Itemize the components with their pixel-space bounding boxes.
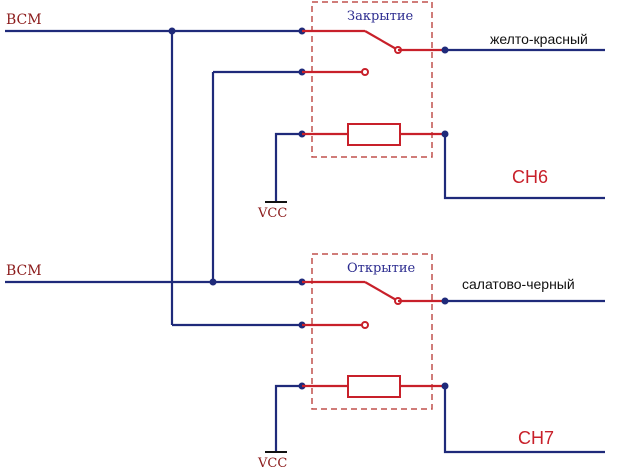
relay-bottom-title: Открытие <box>347 261 415 276</box>
relay-top-nc-contact <box>361 68 369 76</box>
wire-to-vcc-bottom <box>274 384 302 452</box>
wire-to-ch6 <box>443 134 605 200</box>
wire-to-ch7 <box>443 386 605 454</box>
label-output-top: желто-красный <box>490 31 588 47</box>
relay-top-coil <box>347 123 401 146</box>
relay-bottom-box <box>311 253 433 410</box>
label-bcm-2: BCM <box>6 263 42 279</box>
label-ch7: CH7 <box>518 428 554 448</box>
node-bcm2-junction <box>209 278 217 286</box>
label-output-bottom: салатово-черный <box>462 276 575 292</box>
label-vcc-top: VCC <box>257 206 287 221</box>
label-bcm-1: BCM <box>6 12 42 28</box>
wire-to-vcc-top <box>274 132 302 202</box>
relay-bottom-nc-contact <box>361 321 369 329</box>
relay-bottom-coil <box>347 375 401 398</box>
label-ch6: CH6 <box>512 167 548 187</box>
relay-bottom-blade <box>364 281 399 302</box>
relay-top-title: Закрытие <box>347 9 414 24</box>
relay-top-blade <box>364 30 399 51</box>
label-vcc-bottom: VCC <box>257 456 287 471</box>
relay-top-box <box>311 1 433 158</box>
